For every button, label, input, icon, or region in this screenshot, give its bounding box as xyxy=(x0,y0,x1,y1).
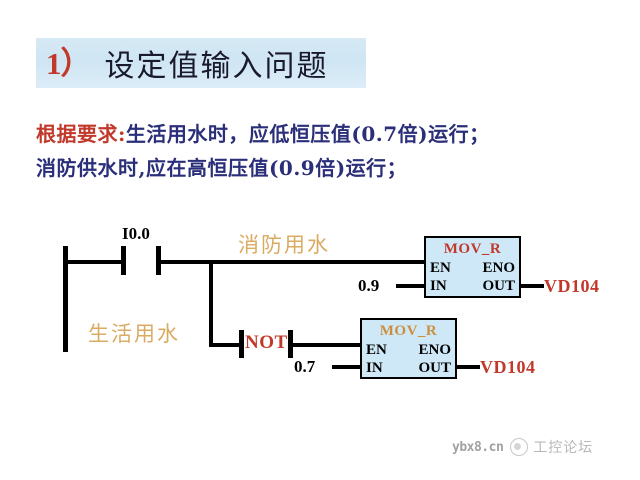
block-2-in-wire xyxy=(332,365,362,369)
block-1-out-wire xyxy=(519,284,544,288)
function-block-2-pin-out: OUT xyxy=(418,360,451,376)
block-2-out-wire xyxy=(455,365,480,369)
title-number: 1） xyxy=(46,45,91,81)
block-2-output-label: VD104 xyxy=(480,357,536,377)
function-block-2-pin-en: EN xyxy=(366,342,387,358)
function-block-mov-r-1[interactable]: MOV_R EN IN ENO OUT xyxy=(424,236,521,298)
function-block-1-pin-en: EN xyxy=(430,260,451,276)
branch-label-fire-water: 消防用水 xyxy=(238,233,330,257)
not-label: NOT xyxy=(245,332,288,353)
function-block-2-pin-eno: ENO xyxy=(418,342,451,358)
block-1-output-label: VD104 xyxy=(544,276,600,296)
requirement-line-2: 消防供水时,应在高恒压值(0.9倍)运行； xyxy=(36,156,408,180)
rung1-wire-segment-1 xyxy=(63,260,123,264)
function-block-1-pin-in: IN xyxy=(430,278,447,294)
block-1-input-value: 0.9 xyxy=(358,276,380,295)
function-block-1-pin-out: OUT xyxy=(482,278,515,294)
branch-label-domestic-water: 生活用水 xyxy=(88,322,180,346)
watermark: ybx8.cn 工控论坛 xyxy=(452,437,593,457)
not-bar-right xyxy=(288,330,293,358)
rung2-wire-segment-2 xyxy=(291,343,361,347)
contact-label-i00: I0.0 xyxy=(122,224,150,243)
page-title: 设定值输入问题 xyxy=(104,49,329,84)
function-block-2-pin-in: IN xyxy=(366,360,383,376)
branch-vertical-wire xyxy=(209,260,213,347)
function-block-mov-r-2[interactable]: MOV_R EN IN ENO OUT xyxy=(360,318,457,379)
contact-bar-right xyxy=(156,246,161,275)
page-title-banner: 1） 设定值输入问题 xyxy=(36,38,366,88)
block-1-in-wire xyxy=(396,284,426,288)
block-2-input-value: 0.7 xyxy=(294,357,316,376)
power-rail-left xyxy=(63,246,68,352)
requirement-line-1: 根据要求:生活用水时，应低恒压值(0.7倍)运行； xyxy=(36,118,490,147)
function-block-1-title: MOV_R xyxy=(443,241,502,257)
function-block-2-title: MOV_R xyxy=(379,323,438,339)
forum-logo-icon xyxy=(510,438,529,456)
rung2-wire-segment-1 xyxy=(209,343,241,347)
requirement-prefix: 根据要求: xyxy=(36,122,126,146)
not-bar-left xyxy=(239,330,244,358)
watermark-forum-name: 工控论坛 xyxy=(533,440,594,456)
function-block-1-pin-eno: ENO xyxy=(482,260,515,276)
rung1-wire-segment-2 xyxy=(159,260,425,264)
requirement-text-1: 生活用水时，应低恒压值(0.7倍)运行； xyxy=(125,122,490,146)
watermark-url: ybx8.cn xyxy=(452,439,504,455)
contact-bar-left xyxy=(121,246,126,275)
